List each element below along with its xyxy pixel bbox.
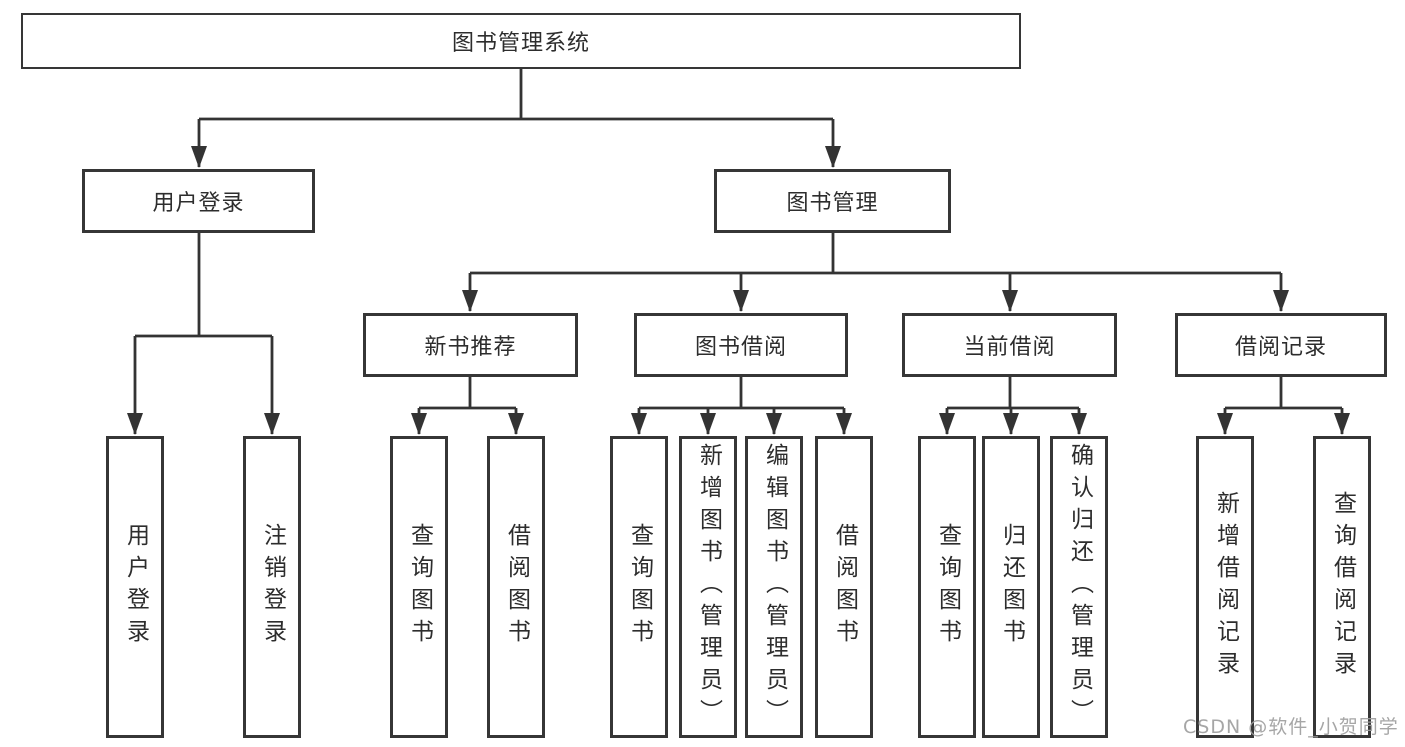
node-new-book-recommend: 新书推荐 [363,313,578,377]
node-label: 确认归还（管理员） [1066,443,1093,731]
leaf-record-add: 新增借阅记录 [1196,436,1254,738]
node-user-login-branch: 用户登录 [82,169,315,233]
node-label: 借阅图书 [503,523,530,651]
leaf-borrow-book: 借阅图书 [815,436,873,738]
node-label: 借阅记录 [1234,335,1327,360]
leaf-newbook-borrow: 借阅图书 [487,436,545,738]
node-label: 新书推荐 [424,335,517,360]
leaf-current-query: 查询图书 [918,436,976,738]
node-label: 图书借阅 [694,335,787,360]
node-book-borrow: 图书借阅 [634,313,848,377]
node-current-borrow: 当前借阅 [902,313,1117,377]
node-label: 图书管理 [786,191,879,216]
leaf-borrow-add-admin: 新增图书（管理员） [679,436,737,738]
node-label: 新增借阅记录 [1212,491,1239,683]
node-label: 用户登录 [122,523,149,651]
csdn-watermark: CSDN @软件_小贺同学 [1183,716,1399,738]
node-label: 归还图书 [998,523,1025,651]
node-label: 新增图书（管理员） [695,443,722,731]
node-system-root: 图书管理系统 [21,13,1021,69]
node-label: 查询图书 [626,523,653,651]
leaf-record-query: 查询借阅记录 [1313,436,1371,738]
node-label: 查询图书 [406,523,433,651]
node-borrow-records: 借阅记录 [1175,313,1387,377]
node-label: 用户登录 [152,191,245,216]
leaf-newbook-query: 查询图书 [390,436,448,738]
leaf-user-login: 用户登录 [106,436,164,738]
node-label: 注销登录 [259,523,286,651]
node-label: 借阅图书 [831,523,858,651]
leaf-current-confirm-admin: 确认归还（管理员） [1050,436,1108,738]
leaf-current-return: 归还图书 [982,436,1040,738]
node-label: 查询借阅记录 [1329,491,1356,683]
leaf-borrow-edit-admin: 编辑图书（管理员） [745,436,803,738]
node-label: 查询图书 [934,523,961,651]
node-label: 编辑图书（管理员） [761,443,788,731]
leaf-borrow-query: 查询图书 [610,436,668,738]
node-label: 图书管理系统 [451,31,590,56]
node-label: 当前借阅 [963,335,1056,360]
leaf-logout: 注销登录 [243,436,301,738]
node-book-management-branch: 图书管理 [714,169,951,233]
